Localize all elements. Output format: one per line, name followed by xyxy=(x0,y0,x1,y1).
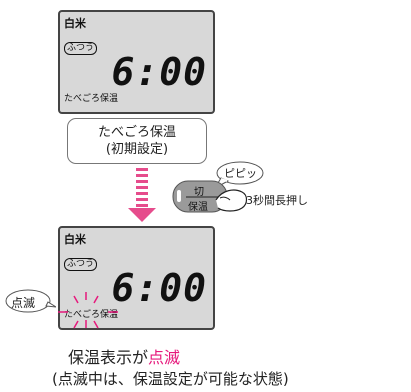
button-bottom-label: 保温 xyxy=(188,202,208,213)
button-shape-icon xyxy=(172,180,228,213)
setting-bubble: たべごろ保温 (初期設定) xyxy=(67,118,207,164)
caption-highlight: 点滅 xyxy=(148,348,181,367)
flow-arrow-down-icon xyxy=(128,208,156,222)
caption-prefix: 保温表示が xyxy=(68,348,149,367)
caption-sub: (点滅中は、保温設定が可能な状態) xyxy=(52,370,289,388)
keep-warm-indicator: たべごろ保温 xyxy=(64,310,119,320)
flow-arrow-shaft xyxy=(136,168,148,210)
finger-press-icon xyxy=(215,189,248,212)
caption-main: 保温表示が点滅 xyxy=(68,344,180,368)
clock-time: 6:00 xyxy=(111,50,207,94)
blink-callout-icon xyxy=(5,289,56,313)
lcd-display-blinking: 白米 ふつう 6:00 たべごろ保温 xyxy=(58,226,215,330)
lcd-display-initial: 白米 ふつう 6:00 たべごろ保温 xyxy=(58,10,215,114)
off-keep-warm-button[interactable]: 切 保温 xyxy=(172,180,230,218)
cook-mode-badge: ふつう xyxy=(64,258,98,271)
cook-mode-badge: ふつう xyxy=(64,42,98,55)
setting-default-note: (初期設定) xyxy=(105,142,169,157)
beep-sound-text: ピピッ xyxy=(224,167,257,180)
press-instruction: 3秒間長押し xyxy=(246,194,308,207)
clock-time: 6:00 xyxy=(111,266,207,310)
setting-name: たべごろ保温 xyxy=(97,125,176,140)
keep-warm-indicator: たべごろ保温 xyxy=(64,94,119,104)
blink-label-text: 点滅 xyxy=(11,296,36,310)
blink-rays-icon xyxy=(58,292,118,329)
rice-type-label: 白米 xyxy=(64,233,86,246)
button-top-label: 切 xyxy=(194,187,204,198)
rice-type-label: 白米 xyxy=(64,17,86,30)
